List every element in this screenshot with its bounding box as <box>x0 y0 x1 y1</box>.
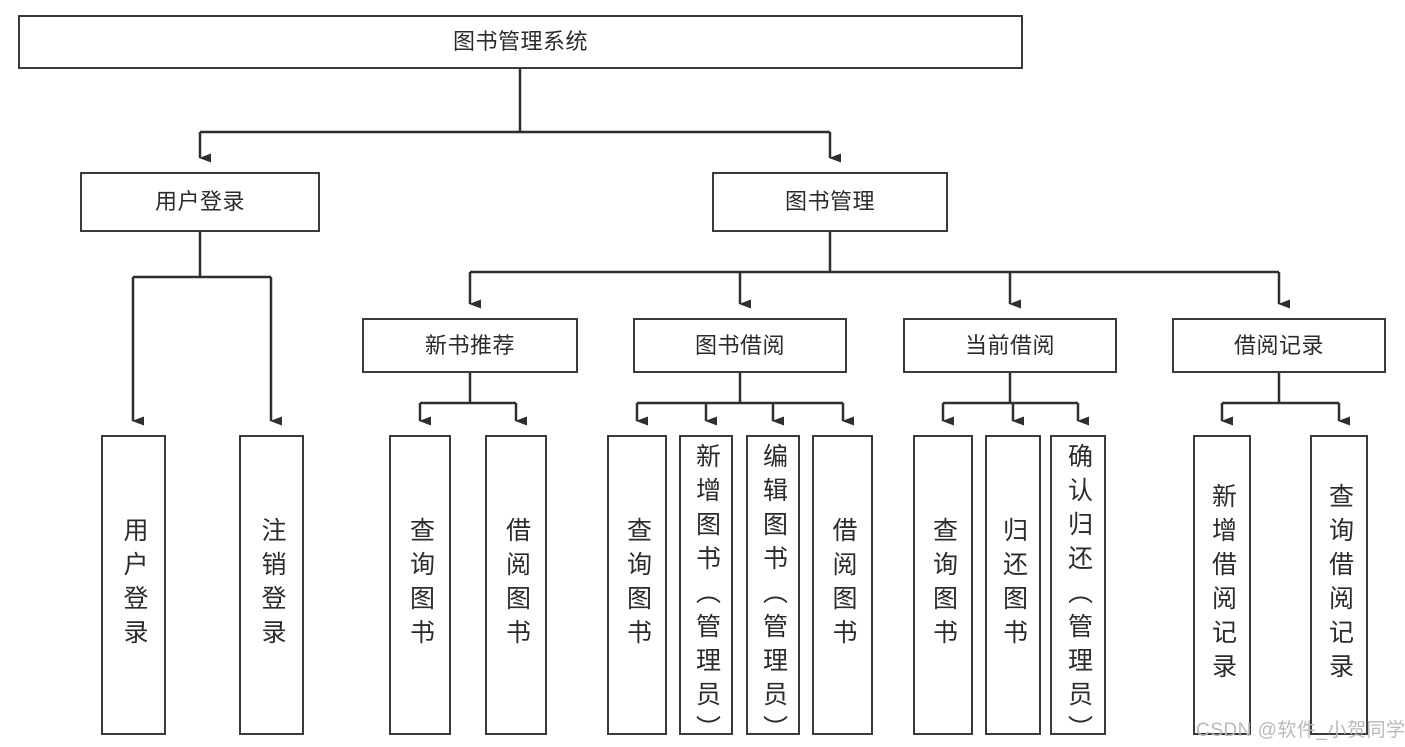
node-root-label: 图书管理系统 <box>452 29 588 54</box>
leaf-return-book-label: 归还图书 <box>999 517 1028 653</box>
leaf-return-book[interactable]: 归还图书 <box>985 435 1041 735</box>
node-borrow-record-label: 借阅记录 <box>1233 332 1324 358</box>
node-book-borrow[interactable]: 图书借阅 <box>633 318 847 373</box>
leaf-logout-label: 注销登录 <box>258 517 286 653</box>
node-book-manage-label: 图书管理 <box>784 189 875 214</box>
leaf-confirm-return-label: 确认归还（管理员） <box>1064 443 1093 747</box>
leaf-query-book-3[interactable]: 查询图书 <box>913 435 973 735</box>
leaf-borrow-book-1-label: 借阅图书 <box>502 517 531 653</box>
leaf-query-record[interactable]: 查询借阅记录 <box>1310 435 1368 735</box>
node-book-borrow-label: 图书借阅 <box>694 332 785 358</box>
node-root[interactable]: 图书管理系统 <box>18 15 1023 69</box>
node-borrow-record[interactable]: 借阅记录 <box>1172 318 1386 373</box>
node-user-login[interactable]: 用户登录 <box>80 172 320 232</box>
node-current-borrow[interactable]: 当前借阅 <box>903 318 1117 373</box>
leaf-query-record-label: 查询借阅记录 <box>1325 483 1354 687</box>
leaf-add-record[interactable]: 新增借阅记录 <box>1193 435 1251 735</box>
node-new-book-recommend[interactable]: 新书推荐 <box>362 318 578 373</box>
watermark: CSDN @软件_小贺同学 <box>1196 720 1405 741</box>
leaf-borrow-book-2-label: 借阅图书 <box>829 517 857 653</box>
leaf-query-book-2[interactable]: 查询图书 <box>607 435 667 735</box>
leaf-add-record-label: 新增借阅记录 <box>1208 483 1237 687</box>
leaf-add-book[interactable]: 新增图书（管理员） <box>679 435 733 747</box>
leaf-query-book-3-label: 查询图书 <box>929 517 958 653</box>
leaf-edit-book[interactable]: 编辑图书（管理员） <box>746 435 800 747</box>
leaf-query-book-1[interactable]: 查询图书 <box>389 435 451 735</box>
leaf-user-login[interactable]: 用户登录 <box>101 435 166 735</box>
node-new-book-recommend-label: 新书推荐 <box>424 332 515 358</box>
leaf-query-book-1-label: 查询图书 <box>406 517 435 653</box>
leaf-confirm-return[interactable]: 确认归还（管理员） <box>1050 435 1106 747</box>
node-current-borrow-label: 当前借阅 <box>964 332 1055 358</box>
leaf-query-book-2-label: 查询图书 <box>623 517 652 653</box>
leaf-edit-book-label: 编辑图书（管理员） <box>759 443 788 747</box>
node-book-manage[interactable]: 图书管理 <box>712 172 948 232</box>
leaf-user-login-label: 用户登录 <box>120 517 148 653</box>
leaf-borrow-book-2[interactable]: 借阅图书 <box>812 435 873 735</box>
leaf-add-book-label: 新增图书（管理员） <box>692 443 721 747</box>
leaf-logout[interactable]: 注销登录 <box>239 435 304 735</box>
leaf-borrow-book-1[interactable]: 借阅图书 <box>485 435 547 735</box>
node-user-login-label: 用户登录 <box>154 189 245 214</box>
